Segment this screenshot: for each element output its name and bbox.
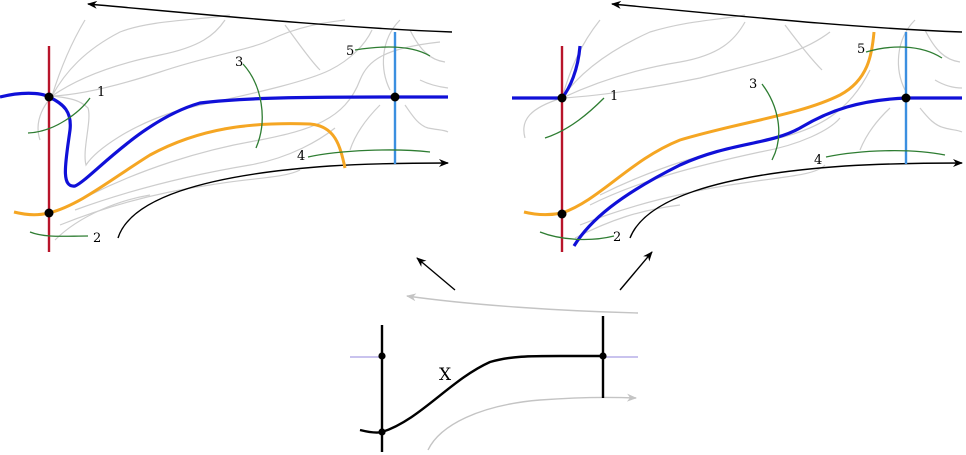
flow-line (859, 107, 891, 151)
top-boundary-arrow (87, 0, 453, 33)
top-grey-arrow (406, 293, 639, 314)
fixed-point (44, 208, 54, 218)
node (599, 352, 607, 360)
label-1: 1 (610, 89, 618, 104)
flow-line (523, 97, 563, 139)
flow-line (561, 14, 746, 99)
flow-line (934, 79, 963, 89)
flow-line (574, 204, 681, 239)
flow-line (924, 29, 961, 63)
label-2: 2 (93, 231, 101, 246)
flow-lines-right (523, 14, 963, 239)
transversal-2 (29, 231, 89, 237)
flow-line (404, 104, 449, 133)
flow-line (51, 19, 86, 97)
label-4: 4 (297, 149, 305, 164)
flow-line (51, 19, 346, 97)
flow-line (409, 29, 446, 63)
blue-separatrix-left (0, 91, 448, 188)
fixed-point (557, 93, 567, 103)
panel-right: 1 2 3 4 5 (512, 0, 963, 252)
transversals-left (27, 46, 431, 237)
flow-line (561, 21, 746, 99)
transversal-4 (825, 150, 946, 158)
label-1: 1 (97, 85, 105, 100)
label-3: 3 (235, 55, 243, 70)
node (378, 428, 386, 436)
label-2: 2 (613, 230, 621, 245)
label-4: 4 (814, 153, 822, 168)
panel-left: 1 2 3 4 5 (0, 0, 453, 252)
flow-line (89, 41, 441, 196)
flow-line (74, 127, 336, 211)
fixed-point (44, 92, 54, 102)
label-5: 5 (857, 42, 865, 57)
arrow-to-right-panel (619, 251, 653, 291)
orange-orbit-right (523, 31, 876, 217)
node (378, 352, 386, 360)
arrow-to-left-panel (416, 257, 456, 291)
bottom-grey-arrow (427, 393, 637, 451)
transversal-5 (354, 46, 431, 57)
label-3: 3 (749, 77, 757, 92)
transversals-right (539, 46, 946, 241)
fixed-point (390, 92, 400, 102)
blue-separatrix-right-lower (572, 96, 962, 247)
flow-line (382, 19, 401, 91)
transversal-3 (761, 83, 780, 161)
flow-line (51, 14, 231, 97)
curve-X (359, 354, 603, 434)
label-X: X (439, 365, 452, 385)
transversal-2 (539, 231, 615, 241)
bottom-boundary-arrow (117, 159, 449, 239)
transversal-4 (307, 149, 431, 158)
flow-line (419, 79, 449, 89)
flow-line (51, 29, 373, 167)
transversal-1 (544, 97, 605, 139)
flow-line (589, 117, 841, 206)
label-5: 5 (346, 44, 354, 59)
blue-separatrix-right (512, 45, 582, 100)
transversal-3 (242, 63, 263, 149)
flow-line (349, 104, 381, 151)
flow-line (784, 24, 823, 71)
transversal-1 (27, 97, 91, 134)
flow-line (284, 24, 321, 71)
flow-line (54, 194, 151, 241)
flow-line (561, 31, 831, 99)
bottom-boundary-arrow (629, 159, 963, 239)
top-boundary-arrow (611, 0, 963, 33)
transversal-5 (865, 46, 943, 59)
flow-line (897, 19, 916, 91)
flow-line (561, 19, 601, 99)
fixed-point (557, 209, 567, 219)
flow-line (59, 169, 301, 226)
flow-line (919, 107, 963, 133)
flow-line (579, 164, 826, 226)
panel-bottom: X (350, 293, 639, 452)
fixed-point (901, 93, 911, 103)
flow-line (51, 19, 226, 97)
